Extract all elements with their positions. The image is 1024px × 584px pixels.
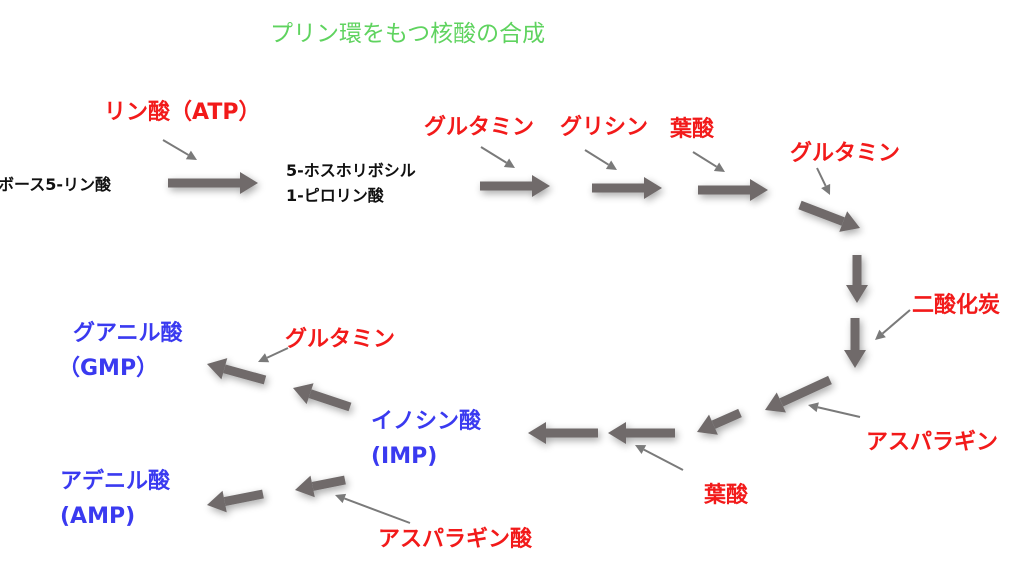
pointer-arrow [335,493,411,524]
reaction-arrow [846,255,868,303]
pointer-arrow [258,347,289,363]
compound-imp-line1: イノシン酸 [371,409,482,434]
reaction-arrow [844,318,866,368]
reactant-glutamine-1: グルタミン [424,114,534,140]
diagram-title: プリン環をもつ核酸の合成 [270,21,545,47]
compound-prpp-line1: 5-ホスホリボシル [286,161,416,180]
reactant-co2: 二酸化炭 [912,292,1000,318]
reaction-arrow [528,422,598,444]
pointer-arrow [584,149,617,170]
compound-amp-line1: アデニル酸 [60,468,171,494]
pointer-arrow [816,167,831,195]
reaction-arrow [207,358,267,385]
compound-amp-line2: (AMP) [60,504,135,529]
pointer-arrow [480,146,515,168]
reaction-arrow [592,177,662,199]
compound-prpp-line2: 1-ピロリン酸 [286,186,385,205]
reaction-arrow [608,422,675,444]
reaction-arrow [295,475,346,498]
reactant-folate-1: 葉酸 [669,117,715,142]
reactant-glutamine-2: グルタミン [790,140,900,166]
compound-ribose-5-phosphate: ボース5-リン酸 [0,175,112,194]
reactant-aspartic-acid: アスパラギン酸 [378,527,533,552]
reaction-arrow [293,383,352,412]
pointer-arrow [635,445,684,471]
compound-gmp-line1: グアニル酸 [73,320,184,346]
compound-imp-line2: (IMP) [371,444,437,469]
reaction-arrow [798,200,860,232]
reaction-arrow [168,172,258,194]
pointer-arrow [692,151,725,172]
pointer-arrow [808,402,861,418]
reaction-arrow [765,375,832,413]
reactant-aspartate-1: アスパラギン [866,430,998,455]
reaction-arrow [207,489,264,513]
pointer-arrow [162,139,197,160]
reactant-phosphate-atp: リン酸（ATP） [104,100,260,125]
reactant-glycine: グリシン [560,114,648,140]
reactant-glutamine-3: グルタミン [285,326,395,352]
reaction-arrow [698,179,768,201]
reaction-arrow [480,175,550,197]
pointer-arrow [875,309,911,340]
compound-gmp-line2: （GMP） [58,356,158,381]
reaction-arrow [697,408,742,435]
reactant-folate-2: 葉酸 [703,483,749,508]
